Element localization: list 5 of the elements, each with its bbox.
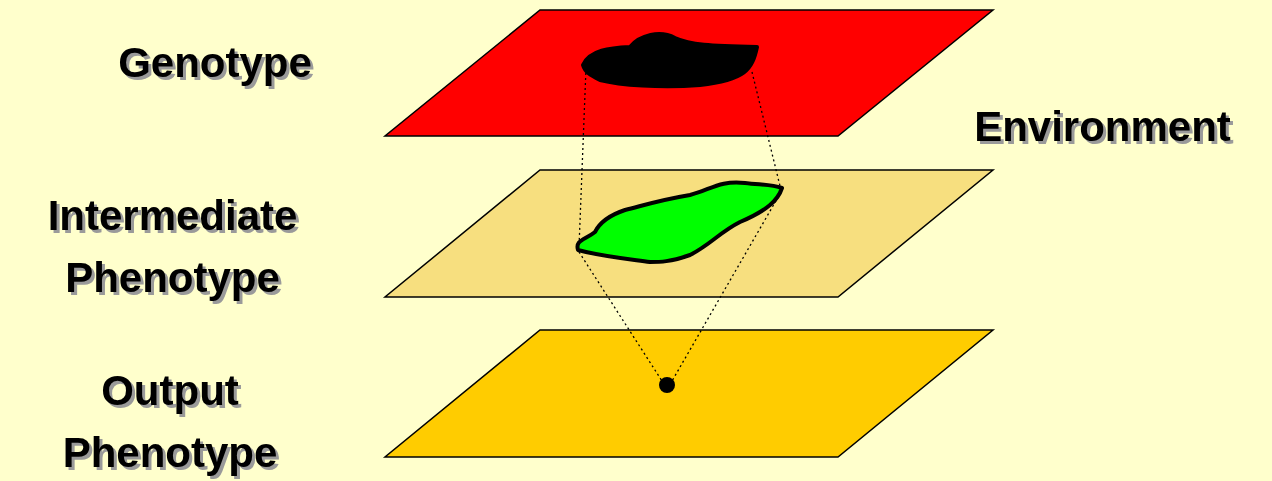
side-label: Environment <box>973 102 1232 152</box>
projection-line <box>578 251 663 382</box>
layer-label: Output Phenotype <box>61 366 279 478</box>
layer-label: Genotype <box>117 38 313 88</box>
layer-label: Intermediate Phenotype <box>46 191 299 303</box>
